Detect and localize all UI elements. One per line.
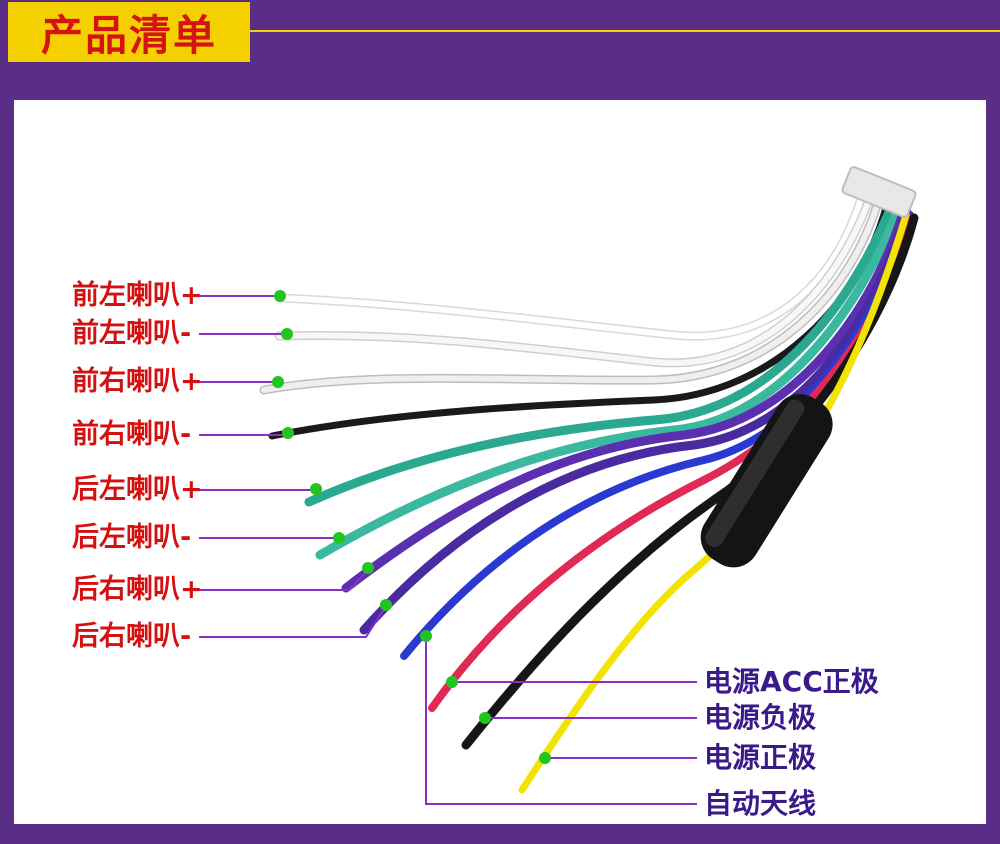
marker-dot-9	[420, 630, 432, 642]
marker-dot-6	[333, 532, 345, 544]
marker-dot-11	[479, 712, 491, 724]
pointer-line-12	[425, 636, 697, 805]
label-rear-right-positive: 后右喇叭+	[72, 574, 203, 605]
marker-dot-2	[281, 328, 293, 340]
marker-dot-1	[274, 290, 286, 302]
pointer-line-7	[199, 569, 369, 591]
inline-module	[700, 394, 833, 568]
wire-teal-1	[304, 195, 899, 507]
marker-dot-12	[539, 752, 551, 764]
wire-purple-2	[359, 207, 912, 635]
marker-dot-7	[362, 562, 374, 574]
marker-dot-4	[282, 427, 294, 439]
label-acc-positive: 电源ACC正极	[704, 665, 879, 698]
label-rear-left-positive: 后左喇叭+	[72, 474, 203, 505]
marker-dot-5	[310, 483, 322, 495]
label-front-left-negative: 前左喇叭-	[72, 318, 192, 349]
label-power-negative: 电源负极	[704, 701, 817, 734]
wire-white-3-core	[261, 192, 883, 393]
wire-connector	[841, 166, 917, 218]
label-front-left-positive: 前左喇叭+	[72, 280, 203, 311]
wire-white-1-core	[279, 192, 865, 340]
label-auto-antenna: 自动天线	[704, 787, 817, 820]
label-rear-left-negative: 后左喇叭-	[72, 522, 192, 553]
page-title: 产品清单	[40, 10, 217, 60]
wire-yellow	[518, 211, 910, 794]
product-panel: 前左喇叭+ 前左喇叭- 前右喇叭+ 前右喇叭- 后左喇叭+ 后左喇叭- 后右喇叭…	[14, 100, 986, 824]
label-power-positive: 电源正极	[704, 741, 817, 774]
label-front-right-positive: 前右喇叭+	[72, 366, 203, 397]
wire-white-2-core	[276, 189, 875, 366]
marker-dot-10	[446, 676, 458, 688]
marker-dot-8	[380, 599, 392, 611]
label-front-right-negative: 前右喇叭-	[72, 419, 192, 450]
marker-dot-3	[272, 376, 284, 388]
wire-purple-1	[341, 205, 909, 593]
header-divider-line	[250, 30, 1000, 32]
wiring-harness-diagram	[199, 166, 919, 805]
pointer-line-8	[199, 605, 387, 638]
title-box: 产品清单	[8, 2, 250, 62]
wire-teal-2	[315, 200, 905, 560]
wire-red	[428, 214, 916, 712]
label-rear-right-negative: 后右喇叭-	[72, 621, 192, 652]
